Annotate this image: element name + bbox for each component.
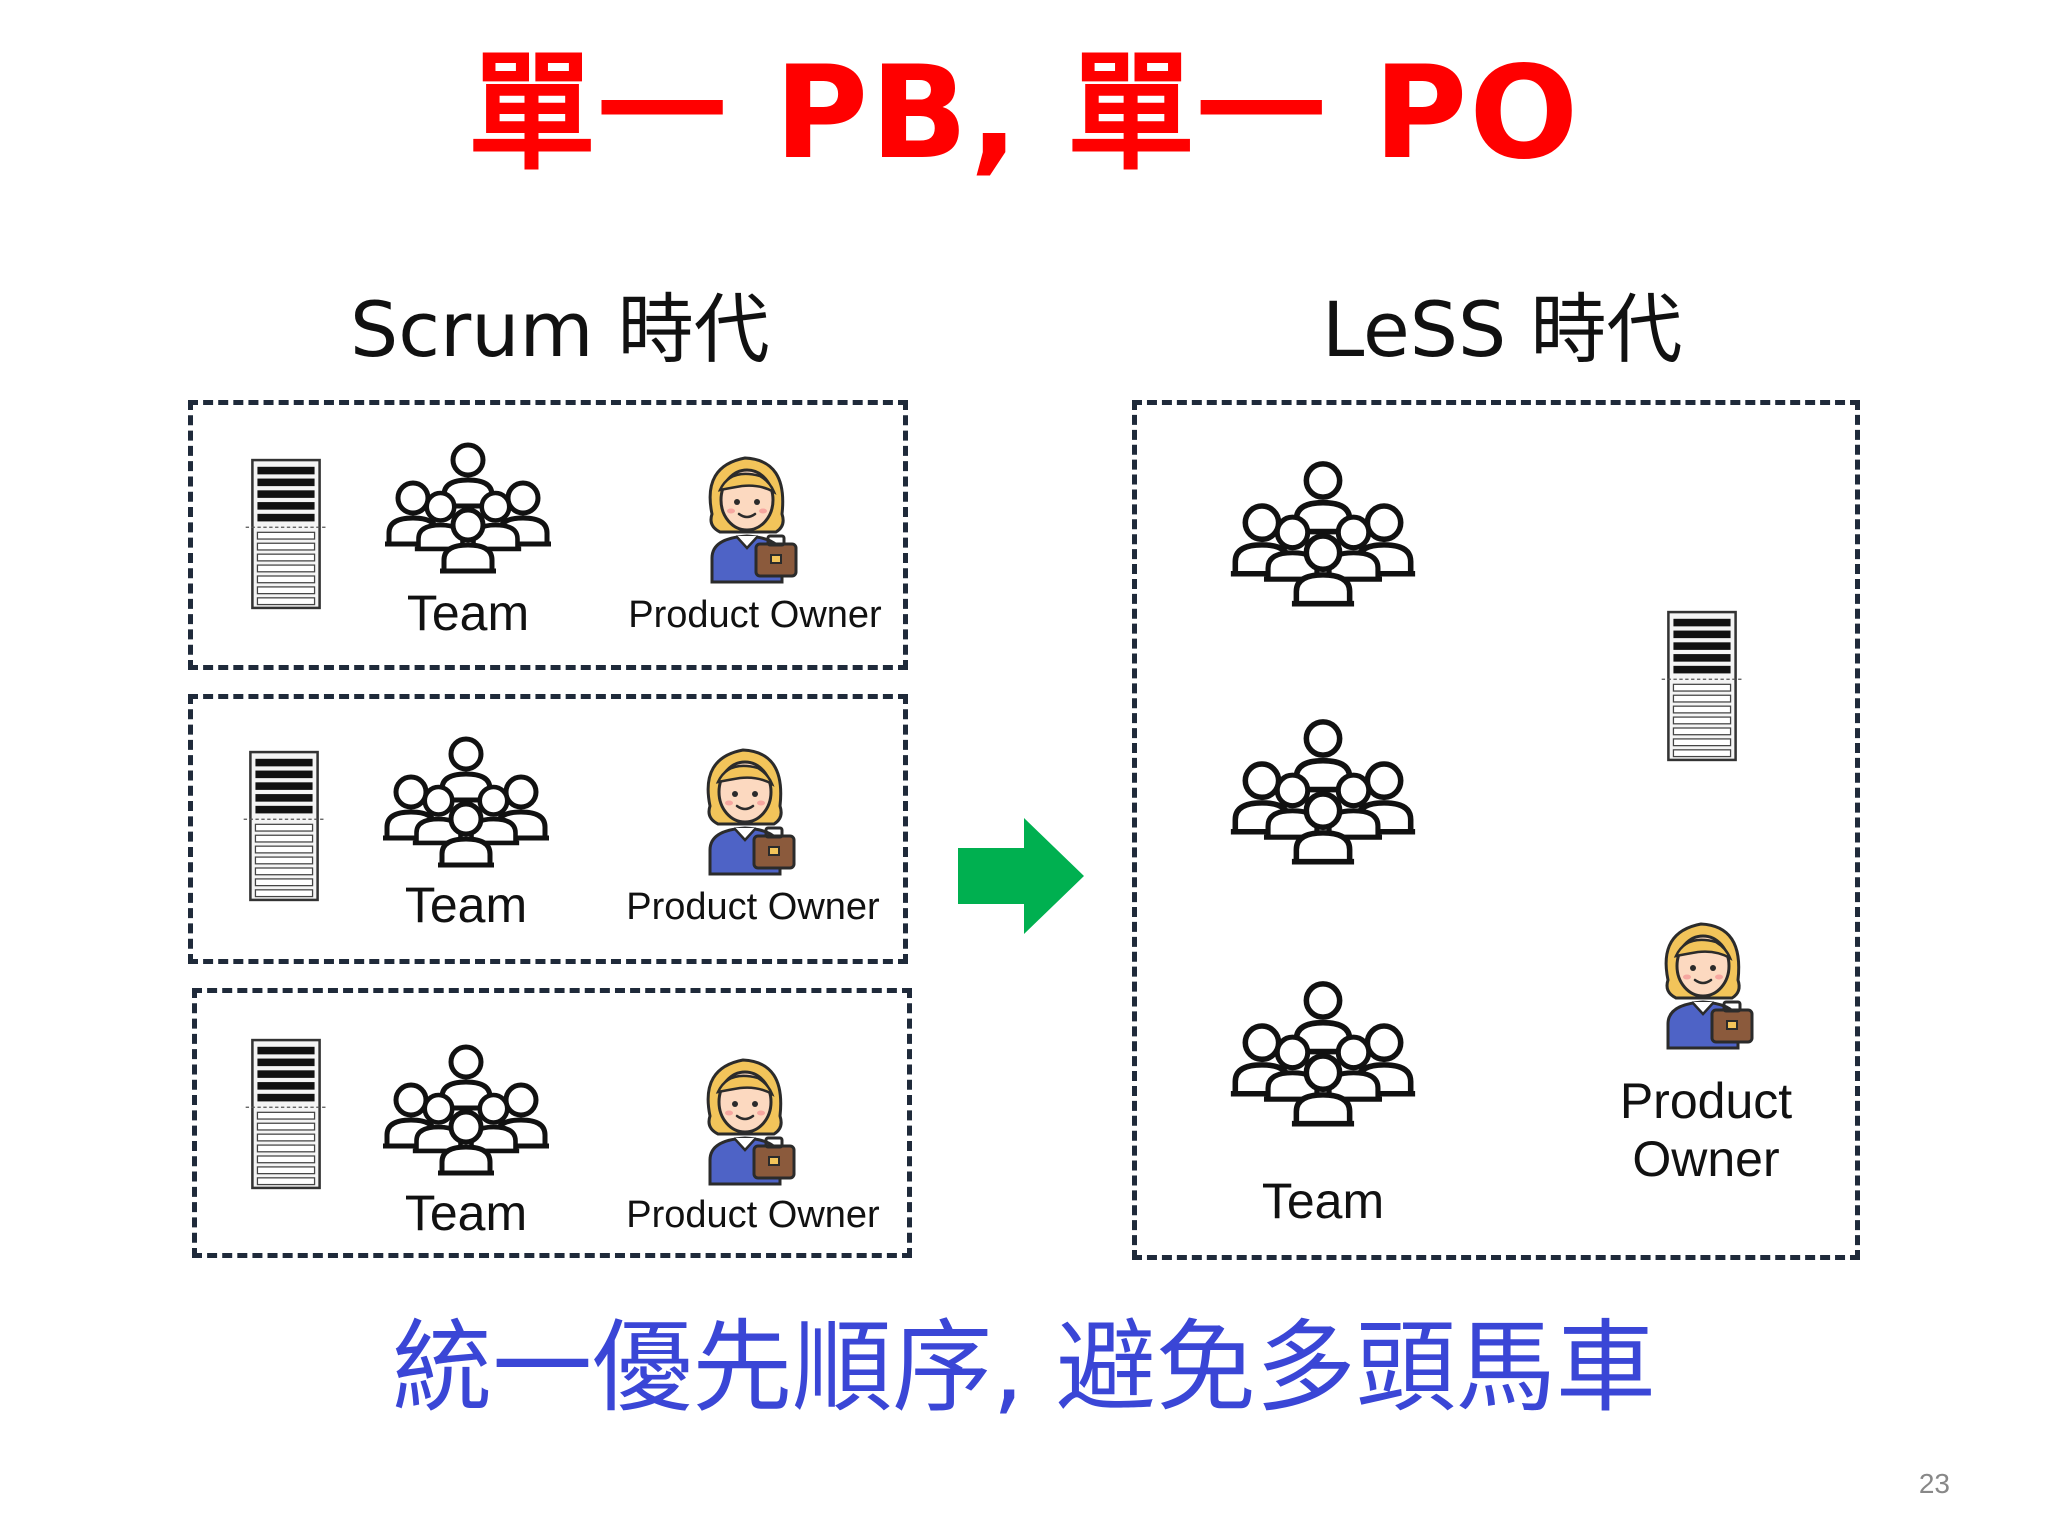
- product-owner-label: Product Owner: [626, 886, 880, 928]
- team-icon: [368, 440, 568, 580]
- backlog-icon: [242, 750, 326, 902]
- scrum-team-box-2: [188, 694, 908, 964]
- product-owner-icon: [1664, 922, 1754, 1050]
- team-label: Team: [406, 585, 530, 641]
- product-owner-icon: [706, 1058, 796, 1186]
- scrum-team-box-3: [192, 988, 912, 1258]
- team-icon: [366, 1042, 566, 1182]
- product-owner-icon: [708, 456, 798, 584]
- team-icon: [366, 734, 566, 874]
- slide-footer: 統一優先順序, 避免多頭馬車: [392, 1309, 1656, 1426]
- page-number: 23: [1918, 1468, 1950, 1499]
- team-label: Team: [1261, 1173, 1385, 1229]
- product-owner-label: Product Owner: [628, 594, 882, 636]
- less-era-heading: LeSS 時代: [1322, 285, 1683, 374]
- team-icon: [1212, 694, 1434, 894]
- backlog-icon: [1660, 610, 1744, 762]
- team-icon: [1212, 956, 1434, 1156]
- slide-title: 單一 PB, 單一 PO: [467, 39, 1581, 188]
- less-box: [1132, 400, 1860, 1260]
- team-icon: [1212, 436, 1434, 636]
- product-owner-label-line2: Owner: [1632, 1131, 1780, 1187]
- product-owner-label-line1: Product: [1619, 1073, 1793, 1129]
- product-owner-label: Product Owner: [626, 1194, 880, 1236]
- team-label: Team: [404, 1185, 528, 1241]
- product-owner-icon: [706, 748, 796, 876]
- scrum-team-box-1: [188, 400, 908, 670]
- arrow-right-icon: [958, 818, 1084, 934]
- backlog-icon: [244, 1038, 328, 1190]
- scrum-era-heading: Scrum 時代: [350, 285, 770, 374]
- team-label: Team: [404, 877, 528, 933]
- backlog-icon: [244, 458, 328, 610]
